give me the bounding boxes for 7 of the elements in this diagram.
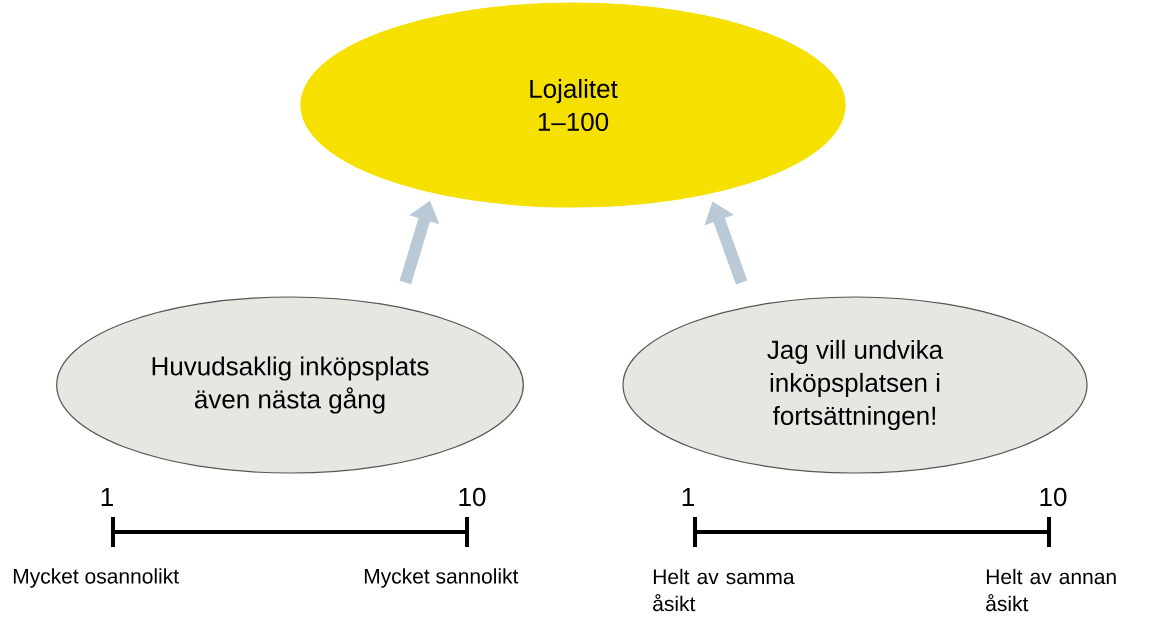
ellipse-node: Huvudsaklig inköpsplats även nästa gång (56, 296, 524, 474)
ellipse-node: Jag vill undvika inköpsplatsen i fortsättningen! (622, 296, 1088, 474)
scale-label: Mycket osannolikt (13, 568, 179, 588)
oval: Lojalitet 1–100 (300, 2, 846, 208)
scale-label: Helt av samma åsikt (653, 568, 795, 612)
scale-label: Helt av annan åsikt (986, 568, 1116, 612)
scale-label: Mycket sannolikt (364, 568, 519, 588)
